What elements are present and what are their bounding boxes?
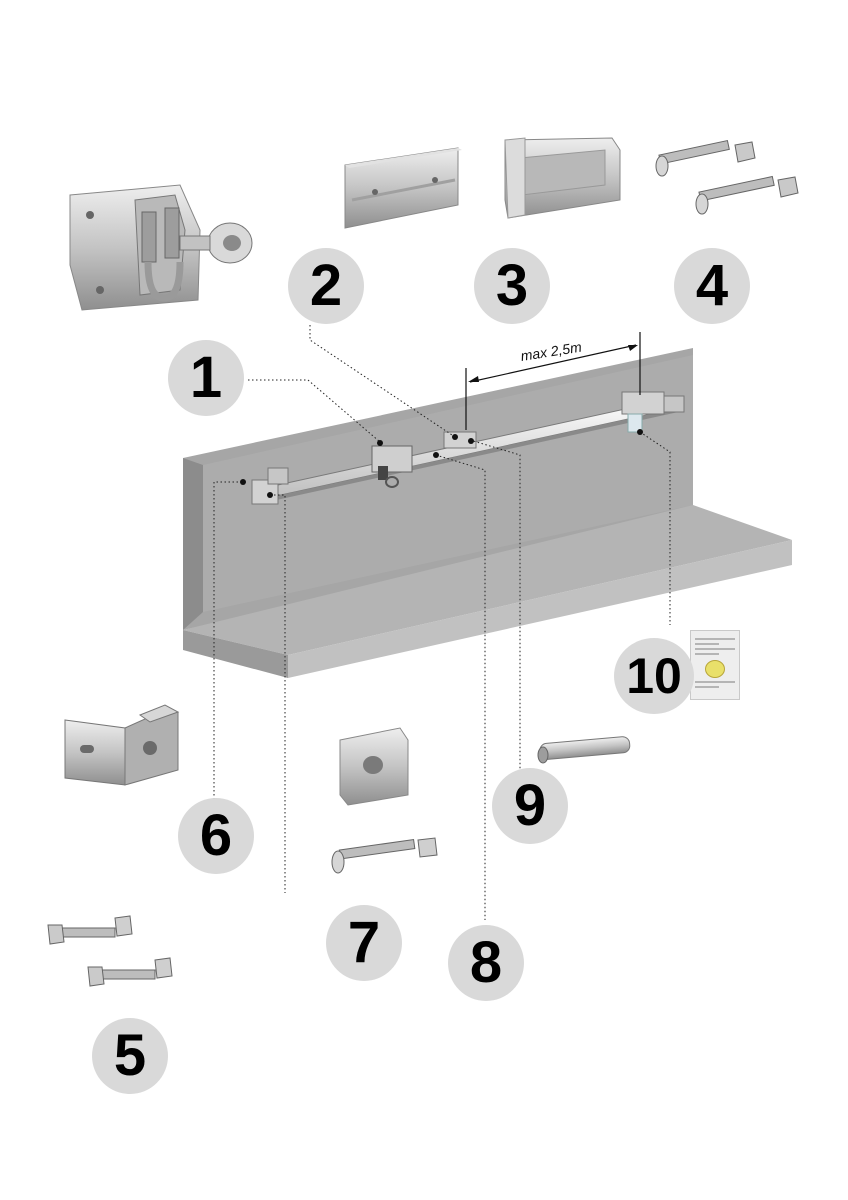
bolts-set-5-image xyxy=(47,915,173,987)
bolts-set-4-image xyxy=(655,139,799,215)
component-badge-6: 6 xyxy=(178,798,254,874)
connector-plate-image xyxy=(344,147,462,229)
component-badge-3: 3 xyxy=(474,248,550,324)
component-badge-4: 4 xyxy=(674,248,750,324)
component-badge-5: 5 xyxy=(92,1018,168,1094)
sticker-icon xyxy=(705,660,725,678)
leader-dots xyxy=(240,429,643,498)
component-badge-1: 1 xyxy=(168,340,244,416)
dimension-line xyxy=(465,332,641,430)
rail-connector xyxy=(443,431,477,449)
rail-end-right xyxy=(621,391,685,433)
certificate-document-image xyxy=(690,630,740,700)
rail-slider xyxy=(371,445,413,488)
rail-profile-piece-image xyxy=(504,137,621,219)
component-badge-7: 7 xyxy=(326,905,402,981)
component-badge-9: 9 xyxy=(492,768,568,844)
leader-lines xyxy=(213,325,671,920)
component-badge-2: 2 xyxy=(288,248,364,324)
anchor-device-image xyxy=(69,184,253,311)
angle-bracket-image xyxy=(64,704,180,786)
bolt-7-image xyxy=(331,837,438,874)
rail-end-left xyxy=(251,467,289,505)
pin-tube-image xyxy=(537,736,631,764)
concrete-wall xyxy=(183,348,792,678)
component-badge-10: 10 xyxy=(614,638,694,714)
component-badge-8: 8 xyxy=(448,925,524,1001)
slot-nut-image xyxy=(339,727,409,806)
